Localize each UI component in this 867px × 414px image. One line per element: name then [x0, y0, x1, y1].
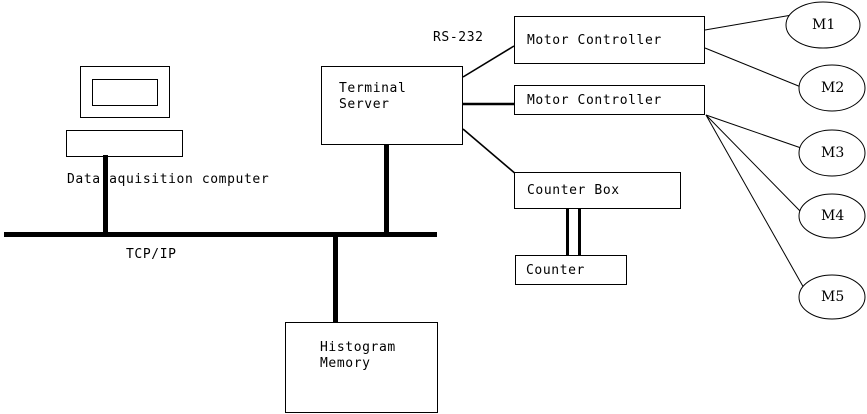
motor-controller-1-label: Motor Controller [527, 33, 662, 48]
tcpip-bus-line [4, 232, 437, 237]
rs232-label: RS-232 [433, 30, 484, 45]
motor-ellipse-m1 [785, 1, 861, 49]
motor-label-m1: M1 [812, 17, 836, 33]
node-motor-controller-2[interactable]: Motor Controller [514, 85, 705, 115]
link-terminal-server-to-counter-box [462, 128, 518, 176]
computer-keyboard [66, 130, 183, 157]
histogram-memory-label-line2: Memory [320, 356, 371, 371]
drop-line-computer-to-bus [103, 155, 108, 235]
node-histogram-memory[interactable]: Histogram Memory [285, 322, 438, 413]
computer-monitor-screen [92, 79, 158, 106]
motor-controller-2-label: Motor Controller [527, 93, 662, 108]
motor-label-m3: M3 [821, 145, 845, 161]
node-motor-controller-1[interactable]: Motor Controller [514, 16, 705, 64]
drop-line-histogram-memory-to-bus [333, 234, 338, 324]
motor-ellipse-m4 [798, 193, 866, 239]
histogram-memory-label-line1: Histogram [320, 340, 396, 355]
counter-cable-left [566, 208, 569, 256]
drop-line-terminal-server-to-bus [384, 143, 389, 235]
node-terminal-server[interactable]: Terminal Server [321, 66, 463, 145]
motor-ellipse-m2 [798, 64, 866, 112]
tcpip-label: TCP/IP [126, 247, 177, 262]
link-motor-controller-2-to-motor-m3 [705, 114, 805, 150]
link-terminal-server-to-motor-controller-1 [462, 45, 515, 78]
motor-label-m5: M5 [821, 289, 845, 305]
motor-ellipse-m5 [798, 274, 866, 320]
node-counter-box[interactable]: Counter Box [514, 172, 681, 209]
counter-label: Counter [526, 263, 585, 278]
counter-box-label: Counter Box [527, 183, 620, 198]
link-motor-controller-2-to-motor-m4 [705, 114, 802, 213]
terminal-server-label-line1: Terminal [339, 81, 407, 96]
motor-ellipse-m3 [798, 129, 866, 177]
link-motor-controller-2-to-motor-m5 [705, 114, 806, 291]
node-counter[interactable]: Counter [515, 255, 627, 285]
motor-label-m4: M4 [821, 208, 845, 224]
motor-label-m2: M2 [821, 80, 845, 96]
counter-cable-right [578, 208, 581, 256]
computer-caption: Data aquisition computer [67, 172, 270, 187]
link-motor-controller-1-to-motor-m1 [704, 14, 793, 31]
terminal-server-label-line2: Server [339, 97, 390, 112]
link-motor-controller-1-to-motor-m2 [704, 47, 802, 88]
